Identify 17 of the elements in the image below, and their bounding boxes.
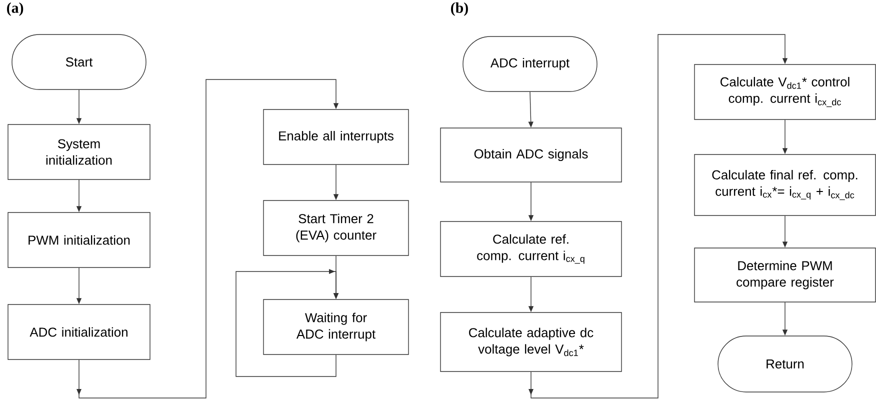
arrow	[236, 269, 339, 377]
panel-label: (b)	[451, 2, 468, 16]
arrow	[528, 34, 788, 398]
panel-label: (a)	[7, 2, 24, 16]
process-box: Calculate V$_{dc1}$* control comp. current i$_{cx_dc}$	[694, 64, 876, 120]
process-box: Start Timer 2 (EVA) counter	[263, 200, 409, 256]
process-box: Enable all interrupts	[263, 109, 409, 165]
process-box: Determine PWM compare register	[694, 248, 876, 302]
process-box: ADC initialization	[8, 304, 150, 360]
process-box: Waiting for ADC interrupt	[263, 299, 409, 355]
process-box: Calculate adaptive dc voltage level V$_{dc1}$*	[440, 312, 622, 372]
process-box: Calculate ref. comp. current i$_{cx_q}$	[440, 221, 622, 277]
process-box: System initialization	[8, 124, 150, 180]
arrow	[76, 79, 339, 398]
process-box: PWM initialization	[8, 212, 150, 268]
process-box: Obtain ADC signals	[440, 128, 622, 182]
process-box: Calculate final ref. comp. current i$_{cx}$*= i$_{cx_q}$ + i$_{cx_dc}$	[694, 154, 876, 216]
